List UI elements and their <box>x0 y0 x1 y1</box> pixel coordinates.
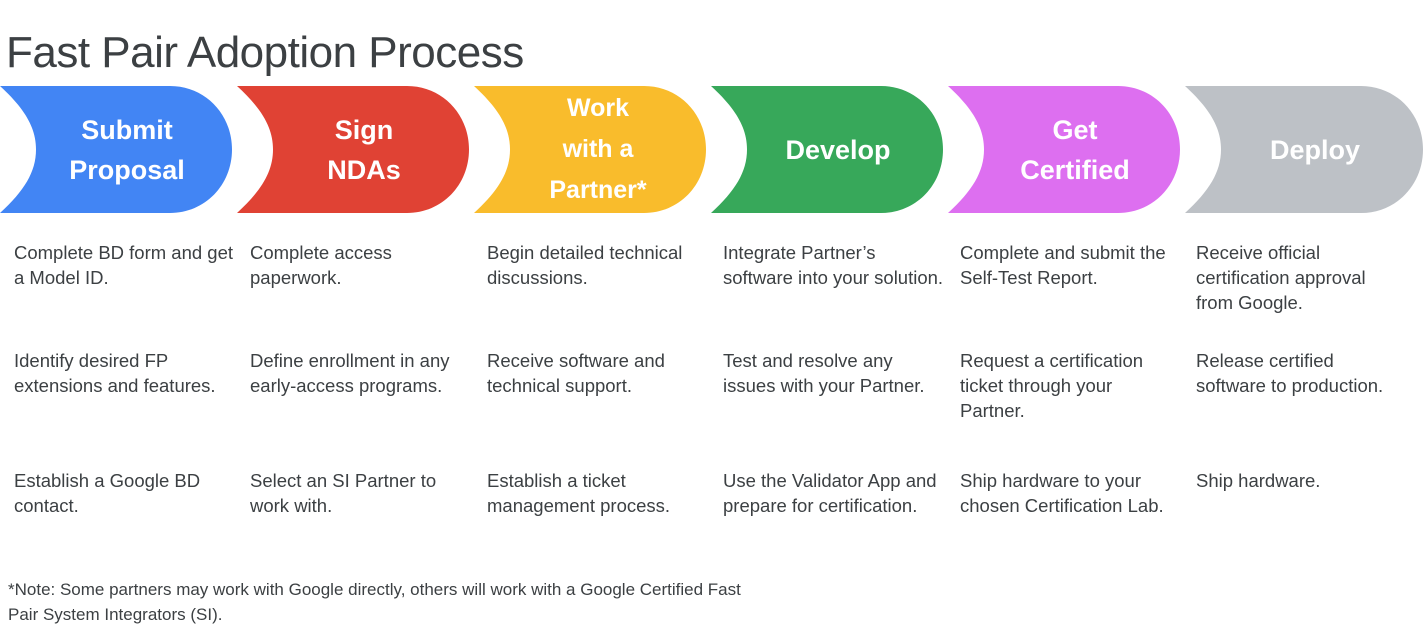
process-step-label: Work with a Partner* <box>549 94 647 204</box>
chevron-path-4 <box>948 86 1180 213</box>
process-detail-item: Begin detailed technical discussions. <box>487 242 683 288</box>
chevron-shape-icon <box>474 86 706 213</box>
process-detail-item: Integrate Partner’s software into your s… <box>723 242 944 288</box>
chevron-path-0 <box>0 86 232 213</box>
chevron-shape-icon <box>237 86 469 213</box>
chevron-path-5 <box>1185 86 1423 213</box>
chevron-shape-icon <box>948 86 1180 213</box>
process-step-label: Deploy <box>1269 134 1361 165</box>
chevron-shape-icon <box>0 86 232 213</box>
process-detail-item: Complete BD form and get a Model ID. <box>14 242 234 288</box>
process-detail-item: Test and resolve any issues with your Pa… <box>723 350 925 396</box>
process-detail-item: Establish a Google BD contact. <box>14 470 201 516</box>
process-step-deploy[interactable]: Deploy <box>1185 86 1423 213</box>
chevron-path-3 <box>711 86 943 213</box>
process-step-get-certified[interactable]: Get Certified <box>948 86 1180 213</box>
process-step-label: Submit Proposal <box>69 114 185 185</box>
process-detail-item: Ship hardware to your chosen Certificati… <box>960 470 1164 516</box>
process-detail-item: Use the Validator App and prepare for ce… <box>723 470 937 516</box>
process-step-develop[interactable]: Develop <box>711 86 943 213</box>
chevron-path-2 <box>474 86 706 213</box>
process-detail-item: Define enrollment in any early-access pr… <box>250 350 450 396</box>
process-step-label: Get Certified <box>1020 114 1130 185</box>
page-title: Fast Pair Adoption Process <box>6 28 524 78</box>
process-detail-item: Ship hardware. <box>1196 470 1321 491</box>
process-step-work-with-a-partner[interactable]: Work with a Partner* <box>474 86 706 213</box>
process-step-submit-proposal[interactable]: Submit Proposal <box>0 86 232 213</box>
process-detail-item: Complete and submit the Self-Test Report… <box>960 242 1166 288</box>
process-detail-item: Release certified software to production… <box>1196 350 1384 396</box>
process-detail-item: Complete access paperwork. <box>250 242 392 288</box>
chevron-shape-icon <box>1185 86 1423 213</box>
chevron-path-1 <box>237 86 469 213</box>
process-detail-item: Establish a ticket management process. <box>487 470 671 516</box>
process-detail-item: Identify desired FP extensions and featu… <box>14 350 216 396</box>
process-step-label: Develop <box>785 134 891 165</box>
chevron-shape-icon <box>711 86 943 213</box>
footnote-note: *Note: Some partners may work with Googl… <box>8 580 741 624</box>
process-step-label: Sign NDAs <box>327 114 401 185</box>
process-chevron-banner: Submit Proposal Sign NDAs Work with a Pa… <box>0 86 1423 213</box>
process-detail-item: Receive official certification approval … <box>1196 242 1366 313</box>
process-step-sign-ndas[interactable]: Sign NDAs <box>237 86 469 213</box>
process-detail-item: Request a certification ticket through y… <box>960 350 1144 421</box>
process-detail-item: Select an SI Partner to work with. <box>250 470 437 516</box>
process-detail-item: Receive software and technical support. <box>487 350 665 396</box>
